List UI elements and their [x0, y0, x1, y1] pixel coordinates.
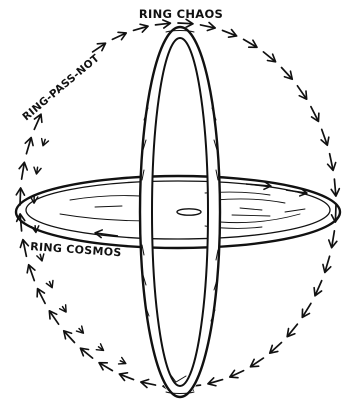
- ring-chaos-tube-mask: [146, 32, 214, 392]
- pass-not-arrow: [282, 68, 292, 79]
- pass-not-arrow: [156, 23, 170, 25]
- pass-not-arrow: [22, 163, 25, 179]
- pass-not-arrow: [142, 382, 156, 385]
- pass-not-arrow: [288, 324, 298, 336]
- pass-not-arrow: [93, 44, 105, 52]
- pass-not-inner-arrow: [40, 254, 42, 260]
- pass-not-inner-arrow: [37, 167, 38, 173]
- pass-not-inner-arrow: [79, 329, 83, 333]
- pass-not-arrow: [64, 332, 74, 343]
- ring-chaos-label: RING CHAOS: [139, 7, 223, 21]
- ring-cosmos-shading: [60, 192, 305, 228]
- pass-not-arrow: [112, 33, 125, 39]
- pass-not-inner-arrow: [99, 347, 103, 350]
- ring-chaos-hoop: [140, 27, 220, 397]
- pass-not-arrow: [311, 107, 318, 121]
- pass-not-arrow: [178, 23, 192, 24]
- ring-pass-not-label: RING-PASS-NOT: [20, 52, 102, 124]
- pass-not-arrow: [29, 266, 34, 281]
- pass-not-arrow: [134, 27, 148, 31]
- ring-cosmos-disk: [16, 176, 340, 248]
- pass-not-arrow: [231, 371, 244, 377]
- pass-not-inner-arrow: [63, 307, 66, 312]
- pass-not-arrow: [330, 154, 333, 170]
- pass-not-arrow: [332, 231, 335, 247]
- pass-not-arrow: [38, 290, 45, 304]
- pass-not-arrow: [223, 30, 236, 35]
- pass-not-inner-arrow: [43, 139, 45, 145]
- pass-not-arrow: [23, 241, 26, 257]
- pass-not-arrow: [26, 139, 31, 154]
- ring-cosmos-centre-mark: [177, 209, 201, 215]
- ring-cosmos-outer-edge: [16, 176, 340, 248]
- pass-not-arrow: [100, 363, 113, 370]
- pass-not-arrow: [34, 115, 40, 129]
- pass-not-arrow: [297, 86, 306, 99]
- cosmos-rotation-arrow: [246, 184, 270, 186]
- pass-not-arrow: [81, 349, 92, 358]
- pass-not-arrow: [315, 281, 321, 295]
- pass-not-arrow: [201, 25, 215, 28]
- pass-not-arrow: [120, 374, 133, 379]
- pass-not-inner-arrow: [120, 361, 125, 363]
- ring-cosmos-label: RING COSMOS: [30, 240, 122, 259]
- pass-not-arrow: [251, 358, 263, 366]
- pass-not-arrow: [263, 52, 274, 61]
- ring-chaos-inner-edge: [152, 38, 208, 386]
- pass-not-arrow: [325, 256, 330, 271]
- pass-not-arrow: [322, 129, 327, 144]
- pass-not-inner-arrow: [50, 282, 52, 287]
- pass-not-arrow: [271, 343, 282, 353]
- pass-not-arrow: [244, 39, 257, 46]
- pass-not-arrow: [209, 380, 223, 384]
- pass-not-arrow: [303, 303, 311, 316]
- pass-not-arrow: [334, 179, 335, 195]
- pass-not-arrow: [50, 312, 59, 325]
- cosmos-rotation-arrow: [286, 190, 306, 193]
